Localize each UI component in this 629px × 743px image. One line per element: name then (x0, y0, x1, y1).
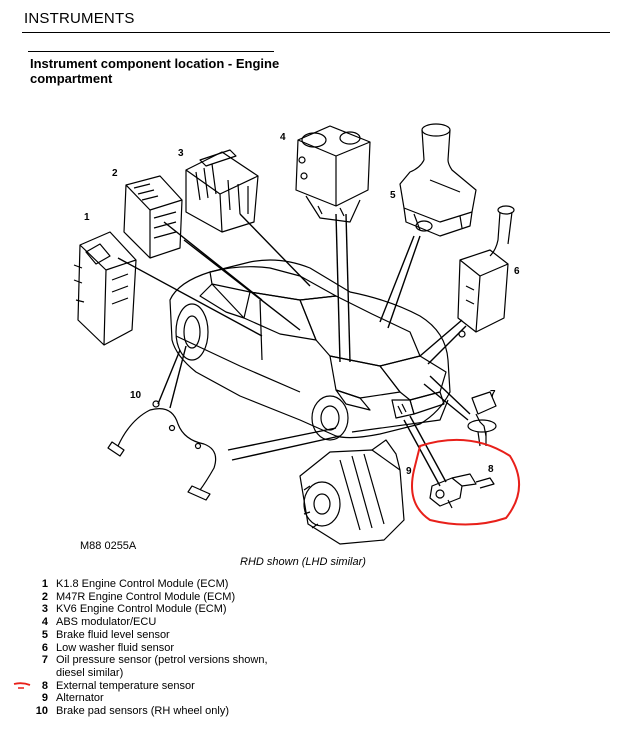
callout-9: 9 (406, 466, 412, 477)
ecm-kv6-drawing (186, 150, 258, 232)
washer-reservoir-drawing (458, 206, 514, 337)
callout-10: 10 (130, 390, 142, 401)
ecm-m47r-drawing (124, 176, 182, 258)
brake-fluid-reservoir-drawing (400, 124, 476, 236)
callout-1: 1 (84, 212, 90, 223)
callout-6: 6 (514, 266, 520, 277)
highlight-circle (412, 440, 519, 525)
external-temp-sensor-drawing (430, 474, 494, 508)
callout-7: 7 (490, 389, 496, 400)
car-drawing (170, 260, 450, 440)
brake-pad-sensor-drawing (108, 401, 216, 500)
alternator-drawing (300, 440, 404, 544)
callout-3: 3 (178, 148, 184, 159)
ecm-k18-drawing (74, 232, 136, 345)
callout-5: 5 (390, 190, 396, 201)
abs-modulator-drawing (296, 126, 370, 222)
callout-8: 8 (488, 464, 494, 475)
callout-4: 4 (280, 132, 286, 143)
callout-2: 2 (112, 168, 118, 179)
figure-reference: M88 0255A (80, 540, 136, 552)
legend-item-continuation: diesel similar) (26, 667, 326, 680)
oil-pressure-sensor-drawing (468, 392, 496, 446)
figure-caption: RHD shown (LHD similar) (240, 556, 366, 568)
